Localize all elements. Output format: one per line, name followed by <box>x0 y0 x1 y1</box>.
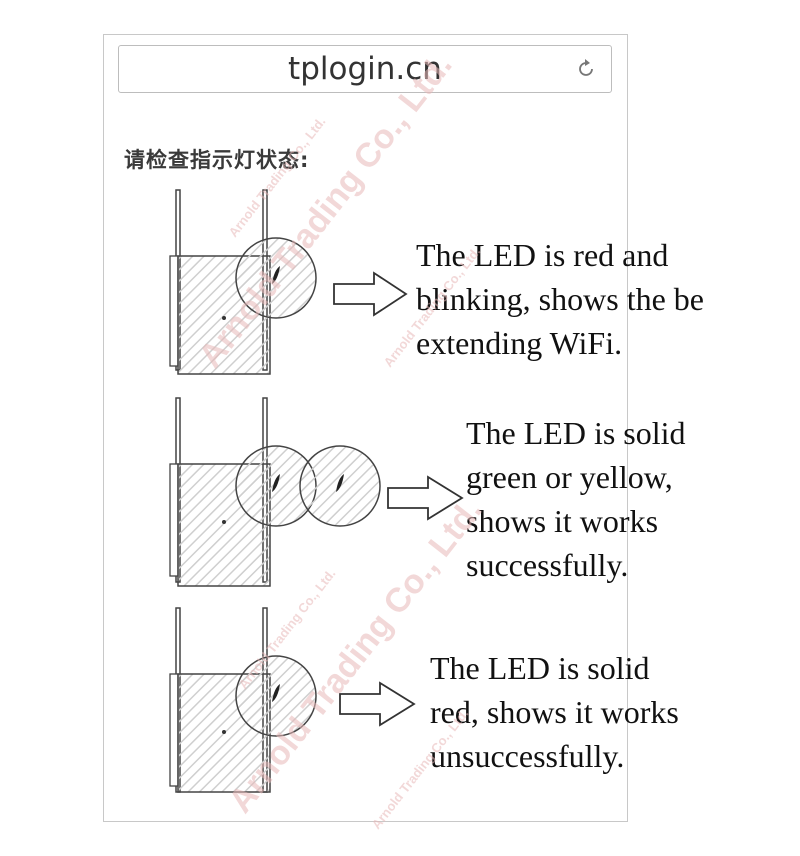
status-caption-1: The LED is red and blinking, shows the b… <box>416 237 704 361</box>
arrow-right-icon <box>333 271 408 317</box>
status-caption-3: The LED is solid red, shows it works uns… <box>430 650 679 774</box>
arrow-right-icon <box>339 681 416 727</box>
url-text: tplogin.cn <box>288 51 442 87</box>
address-bar[interactable]: tplogin.cn <box>118 45 612 93</box>
status-caption-2: The LED is solid green or yellow, shows … <box>466 415 686 583</box>
extender-device-illustration <box>169 397 381 587</box>
arrow-right-icon <box>387 475 464 521</box>
refresh-icon[interactable] <box>575 58 597 80</box>
extender-device-illustration <box>169 607 317 793</box>
extender-device-illustration <box>169 189 317 375</box>
content-frame <box>103 34 628 822</box>
page-heading: 请检查指示灯状态: <box>124 148 310 172</box>
